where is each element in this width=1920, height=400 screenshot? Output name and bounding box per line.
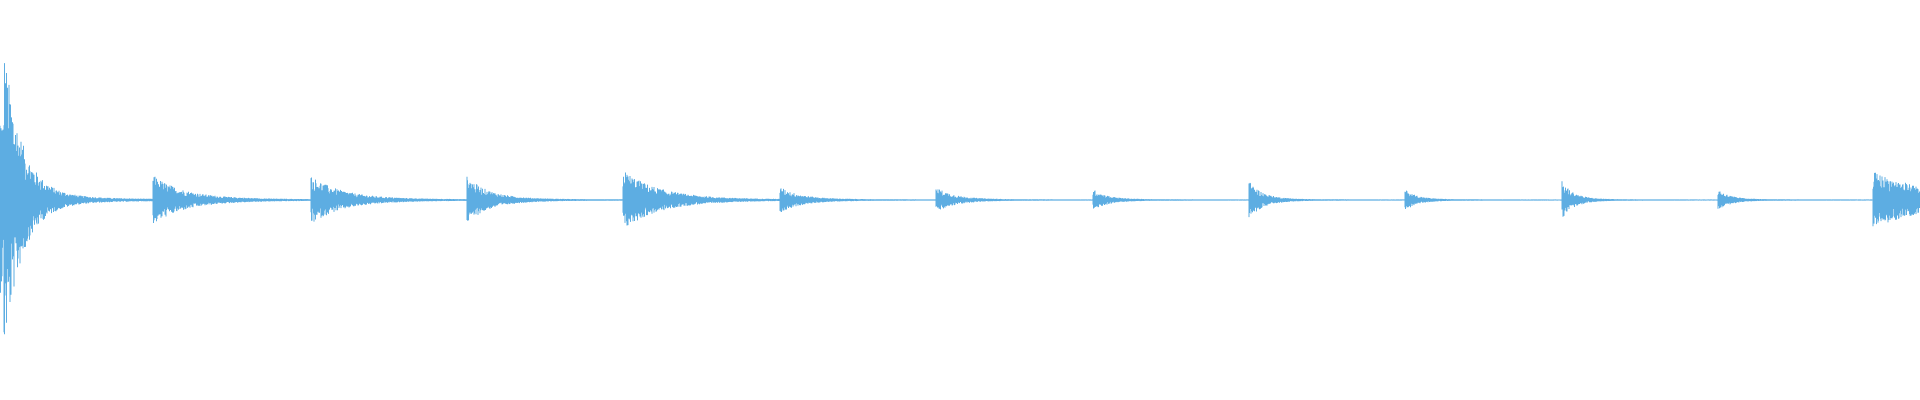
waveform-segment [152, 176, 311, 223]
waveform-segment [1248, 182, 1405, 218]
waveform-segment [622, 172, 780, 226]
waveform-segment [310, 177, 467, 222]
waveform-segment [1872, 172, 1920, 227]
waveform-segment [1092, 190, 1249, 209]
waveform-segment [1561, 181, 1718, 217]
waveform-segment [0, 63, 153, 335]
waveform-segment [1404, 190, 1562, 209]
waveform-segment [779, 188, 936, 212]
waveform-segment [466, 176, 623, 221]
waveform-segment [1717, 191, 1873, 209]
waveform-segment [935, 189, 1093, 210]
